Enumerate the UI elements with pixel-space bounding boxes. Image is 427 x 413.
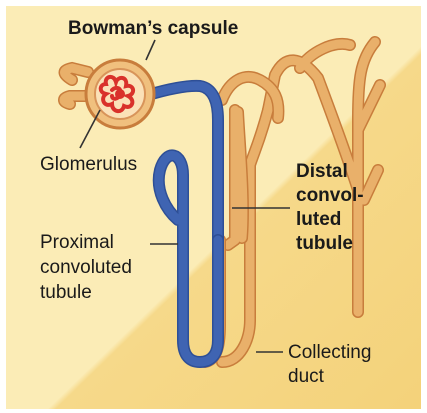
label-distal-line-4: tubule	[296, 232, 353, 255]
label-glomerulus: Glomerulus	[40, 153, 137, 176]
label-collecting-line-1: Collecting	[288, 341, 371, 364]
label-distal-line-1: Distal	[296, 160, 348, 183]
label-proximal-line-1: Proximal	[40, 231, 114, 254]
label-collecting-line-2: duct	[288, 365, 324, 388]
label-proximal-line-2: convoluted	[40, 256, 132, 279]
label-distal-line-3: luted	[296, 208, 341, 231]
label-distal-line-2: convol-	[296, 184, 364, 207]
label-bowmans-capsule: Bowman’s capsule	[68, 17, 238, 40]
label-proximal-line-3: tubule	[40, 281, 92, 304]
